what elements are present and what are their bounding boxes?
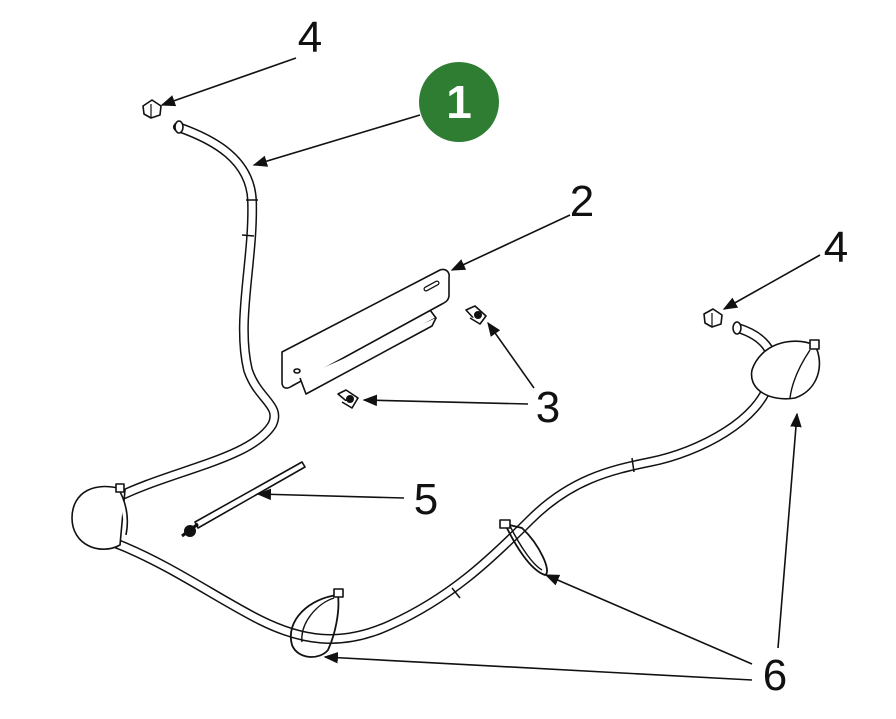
callout-6: 6 xyxy=(763,651,787,700)
leader-6-middle xyxy=(544,574,753,665)
bolt-lower xyxy=(337,389,359,409)
callout-2: 2 xyxy=(570,177,594,226)
callout-5: 5 xyxy=(414,475,438,524)
cap-right xyxy=(703,308,723,328)
callout-3: 3 xyxy=(536,383,560,432)
callout-4-right: 4 xyxy=(824,223,848,272)
cap-left xyxy=(142,99,162,119)
leader-1 xyxy=(252,114,421,167)
callout-1: 1 xyxy=(446,76,472,128)
hose-assembly xyxy=(87,120,778,644)
cable-tie xyxy=(181,461,306,538)
loop-clamp-right xyxy=(750,339,821,400)
mounting-bracket xyxy=(281,268,450,395)
callout-4-left: 4 xyxy=(298,13,322,62)
bolt-upper xyxy=(465,305,487,325)
leader-4-right xyxy=(722,254,821,310)
leader-2 xyxy=(450,214,571,271)
leader-4-left xyxy=(160,57,297,107)
loop-clamp-left xyxy=(71,483,129,550)
loop-clamp-bottom xyxy=(289,588,344,658)
leader-3-upper xyxy=(487,321,535,389)
badge-circle xyxy=(419,62,499,142)
callout-1-badge: 1 xyxy=(419,62,499,142)
leader-6-bottom xyxy=(323,651,753,681)
leader-6-right xyxy=(777,412,802,649)
leader-3-lower xyxy=(362,394,529,407)
leader-5 xyxy=(256,488,405,501)
